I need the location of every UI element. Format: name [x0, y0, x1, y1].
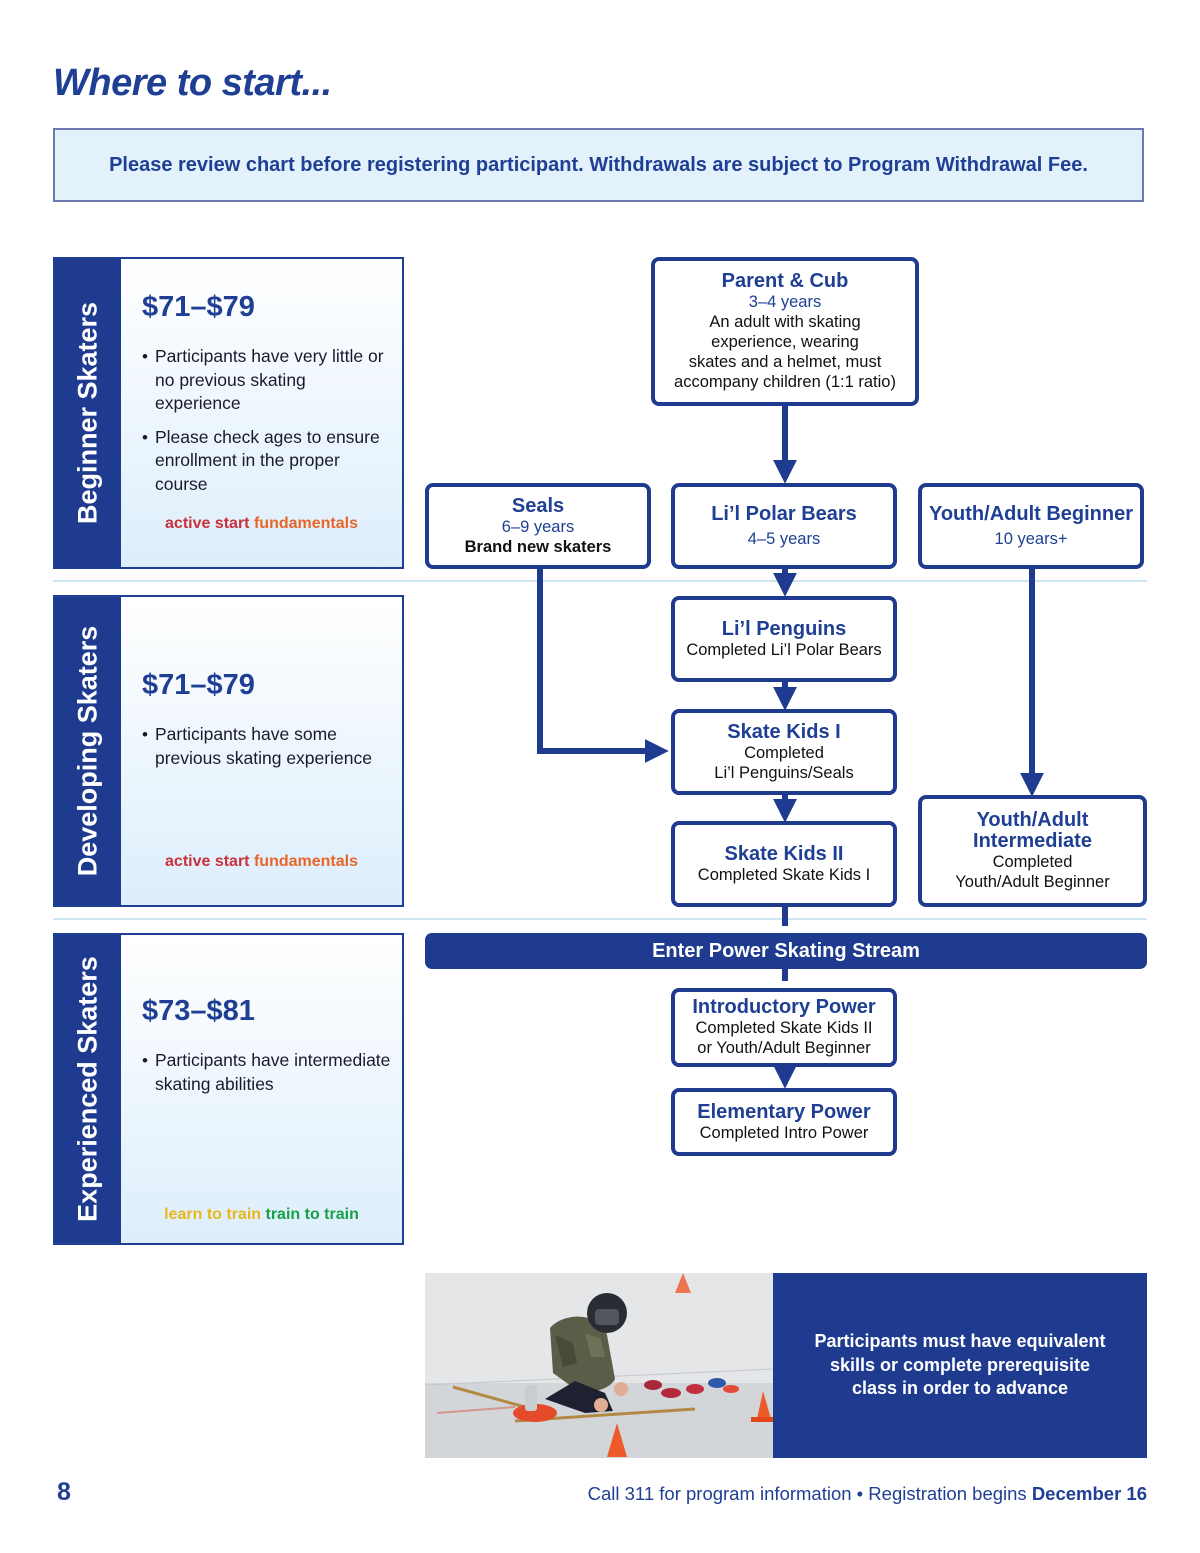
price: $71–$79 — [142, 669, 255, 701]
notice-text: Please review chart before registering p… — [109, 153, 1088, 176]
program-desc-line: skates and a helmet, must — [688, 353, 882, 371]
program-title: Seals — [511, 494, 565, 517]
bullet-list: • Participants have very little or no pre… — [142, 345, 392, 506]
program-desc-line: experience, wearing — [711, 333, 859, 351]
skating-child-photo — [425, 1273, 773, 1458]
program-title: Elementary Power — [697, 1100, 871, 1123]
row-divider — [53, 580, 1147, 582]
program-lil-polar-bears: Li’l Polar Bears 4–5 years — [671, 483, 897, 569]
program-desc: Brand new skaters — [464, 537, 612, 556]
program-desc: Completed Skate Kids I — [697, 865, 871, 884]
program-youth-adult-intermediate: Youth/Adult Intermediate Completed Youth… — [918, 795, 1147, 907]
ltad-stage-fundamentals: fundamentals — [253, 853, 358, 870]
bullet-text: Please check ages to ensure enrollment i… — [155, 426, 380, 494]
footer-info: Call 311 for program information • Regis… — [588, 1483, 1147, 1505]
bullet-icon: • — [142, 1051, 148, 1070]
program-desc: Completed Li’l Polar Bears — [686, 640, 882, 659]
level-details: $71–$79 • Participants have some previous… — [121, 597, 402, 905]
level-band: Developing Skaters — [55, 597, 121, 905]
row-divider — [53, 918, 1147, 920]
level-details: $71–$79 • Participants have very little o… — [121, 259, 402, 567]
program-ages: 4–5 years — [747, 529, 821, 548]
program-ages: 3–4 years — [748, 293, 822, 311]
program-desc: Completed Intro Power — [699, 1123, 869, 1142]
program-lil-penguins: Li’l Penguins Completed Li’l Polar Bears — [671, 596, 897, 682]
photo-illustration — [425, 1273, 773, 1458]
level-details: $73–$81 • Participants have intermediate … — [121, 935, 402, 1243]
program-youth-adult-beginner: Youth/Adult Beginner 10 years+ — [918, 483, 1144, 569]
prerequisite-callout: Participants must have equivalent skills… — [773, 1273, 1147, 1458]
program-desc-line: Li’l Penguins/Seals — [714, 763, 854, 782]
program-title-line: Youth/Adult — [976, 809, 1089, 831]
program-title: Parent & Cub — [721, 270, 849, 292]
bullet-list: • Participants have intermediate skating … — [142, 1049, 392, 1106]
bullet-icon: • — [142, 427, 148, 447]
ltad-stage-active-start: active start — [165, 853, 250, 870]
bullet-text: Participants have very little or no prev… — [155, 346, 384, 413]
price: $71–$79 — [142, 291, 255, 323]
program-introductory-power: Introductory Power Completed Skate Kids … — [671, 988, 897, 1067]
program-desc-line: or Youth/Adult Beginner — [697, 1039, 871, 1057]
program-desc-line: An adult with skating — [709, 313, 861, 331]
bullet-item: • Participants have very little or no pre… — [142, 345, 392, 416]
program-ages: 10 years+ — [994, 529, 1068, 548]
program-skate-kids-1: Skate Kids I Completed Li’l Penguins/Sea… — [671, 709, 897, 795]
program-title: Youth/Adult Beginner — [928, 502, 1134, 525]
bullet-icon: • — [142, 347, 148, 366]
ltad-stage-fundamentals: fundamentals — [253, 515, 358, 532]
level-band: Experienced Skaters — [55, 935, 121, 1243]
ltad-stage-learn-to-train: learn to train — [164, 1206, 262, 1223]
level-beginner: Beginner Skaters $71–$79 • Participants h… — [53, 257, 404, 569]
program-desc-line: Completed — [744, 743, 824, 762]
program-title: Skate Kids II — [724, 842, 844, 865]
price: $73–$81 — [142, 995, 255, 1027]
program-desc-line: Youth/Adult Beginner — [955, 873, 1110, 891]
bullet-list: • Participants have some previous skating… — [142, 723, 392, 780]
program-title: Skate Kids I — [727, 720, 841, 743]
page-number: 8 — [57, 1478, 71, 1506]
arrow-seals-to-skate-kids-1 — [537, 568, 669, 763]
bullet-icon: • — [142, 725, 148, 744]
ltad-stage-active-start: active start — [165, 515, 250, 532]
registration-date: December 16 — [1031, 1483, 1147, 1504]
program-parent-cub: Parent & Cub 3–4 years An adult with ska… — [651, 257, 919, 406]
bullet-text: Participants have some previous skating … — [155, 724, 372, 768]
program-title-line: Intermediate — [973, 830, 1092, 852]
bullet-text: Participants have intermediate skating a… — [155, 1050, 391, 1094]
power-skating-stream-bar: Enter Power Skating Stream — [425, 933, 1147, 969]
level-experienced: Experienced Skaters $73–$81 • Participant… — [53, 933, 404, 1245]
stream-label: Enter Power Skating Stream — [652, 939, 920, 962]
program-ages: 6–9 years — [501, 517, 575, 536]
callout-text: Participants must have equivalent skills… — [814, 1331, 1106, 1399]
program-desc-line: Completed — [992, 853, 1073, 871]
ltad-stage-train-to-train: train to train — [265, 1206, 359, 1223]
bullet-item: • Participants have some previous skating… — [142, 723, 392, 770]
program-desc-line: Completed Skate Kids II — [695, 1019, 873, 1037]
program-seals: Seals 6–9 years Brand new skaters — [425, 483, 651, 569]
program-title: Li’l Polar Bears — [711, 502, 857, 525]
program-title: Introductory Power — [692, 996, 876, 1018]
bullet-item: • Please check ages to ensure enrollment … — [142, 426, 392, 497]
level-developing: Developing Skaters $71–$79 • Participants… — [53, 595, 404, 907]
ltad-stages: active start fundamentals — [121, 853, 402, 871]
program-elementary-power: Elementary Power Completed Intro Power — [671, 1088, 897, 1156]
footer-info-text: Call 311 for program information • Regis… — [587, 1483, 1027, 1504]
program-title: Li’l Penguins — [721, 617, 847, 640]
level-band: Beginner Skaters — [55, 259, 121, 567]
notice-banner: Please review chart before registering p… — [53, 128, 1144, 202]
ltad-stages: learn to train train to train — [121, 1206, 402, 1224]
program-desc-line: accompany children (1:1 ratio) — [674, 373, 896, 391]
program-skate-kids-2: Skate Kids II Completed Skate Kids I — [671, 821, 897, 907]
page-title: Where to start... — [53, 62, 332, 104]
bullet-item: • Participants have intermediate skating … — [142, 1049, 392, 1096]
ltad-stages: active start fundamentals — [121, 515, 402, 533]
